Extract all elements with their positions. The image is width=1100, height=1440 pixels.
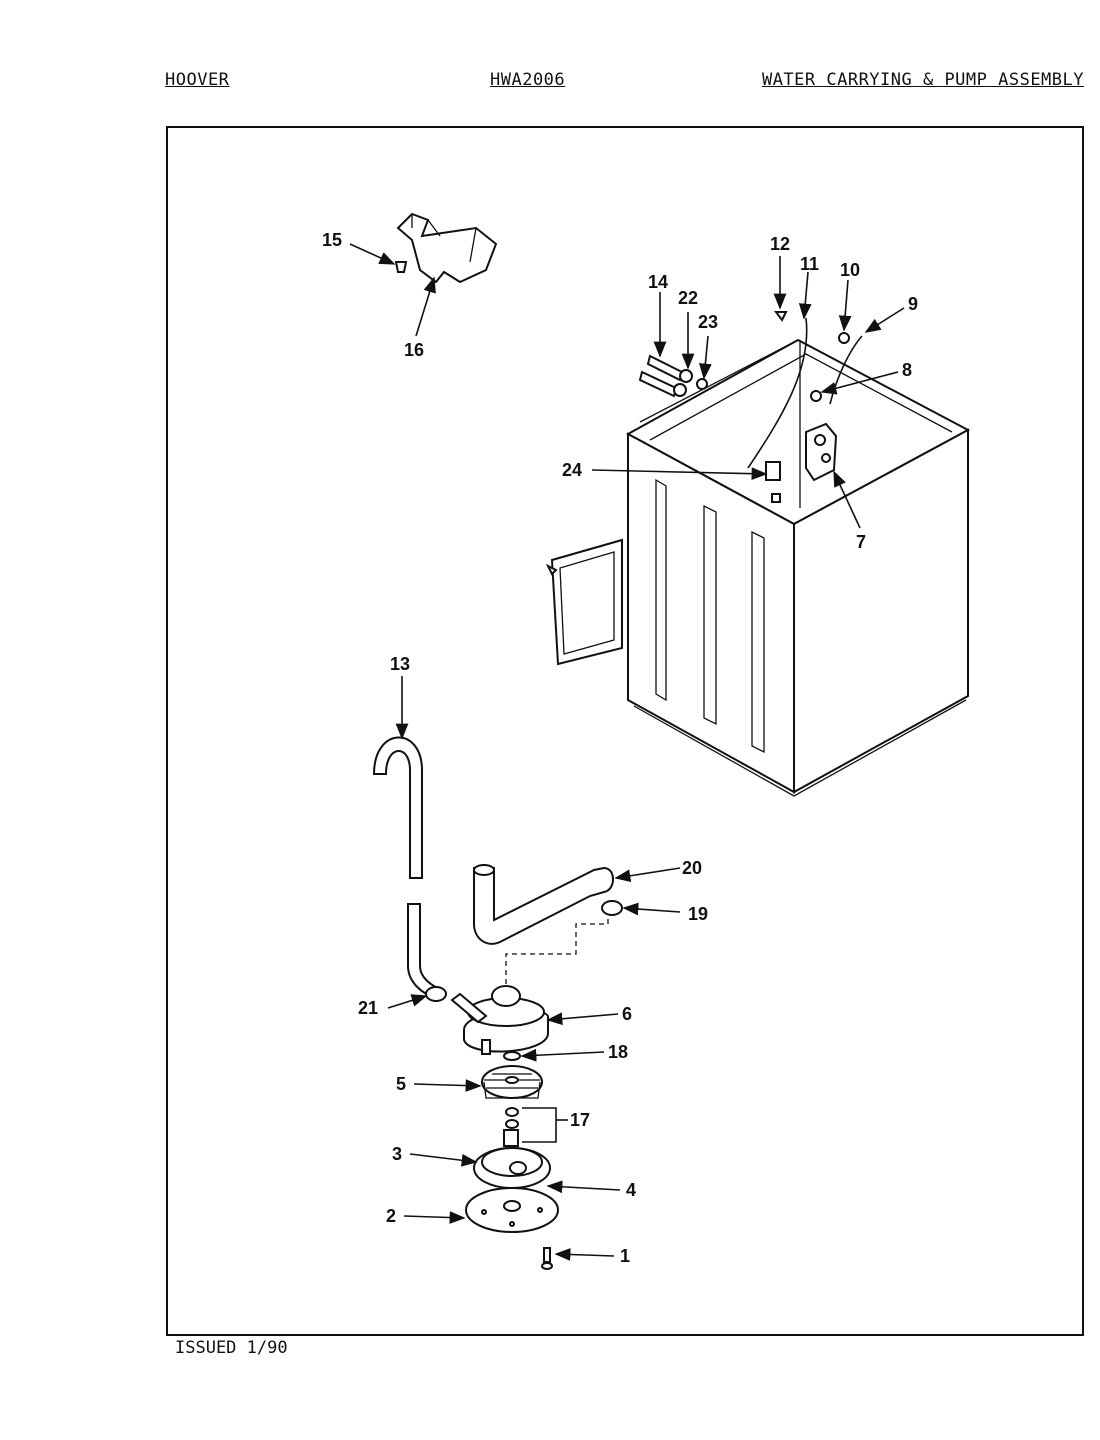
screw-1 bbox=[541, 1247, 553, 1270]
callout-7: 7 bbox=[856, 532, 866, 552]
callout-16: 16 bbox=[404, 340, 424, 360]
hose-clamp-21 bbox=[425, 986, 447, 1002]
pump-base-3 bbox=[473, 1129, 551, 1189]
diagram-frame bbox=[166, 126, 1084, 1336]
callout-8: 8 bbox=[902, 360, 912, 380]
pump-housing-6 bbox=[450, 985, 549, 1055]
callout-11: 11 bbox=[800, 254, 819, 274]
callout-17: 17 bbox=[570, 1110, 590, 1130]
screw-part-15 bbox=[394, 261, 408, 273]
callout-14: 14 bbox=[648, 272, 668, 292]
callout-12: 12 bbox=[770, 234, 790, 254]
callout-10: 10 bbox=[840, 260, 860, 280]
seal-18 bbox=[503, 1051, 521, 1061]
callout-21: 21 bbox=[358, 998, 378, 1018]
callout-19: 19 bbox=[688, 904, 708, 924]
callout-13: 13 bbox=[390, 654, 410, 674]
callout-15: 15 bbox=[322, 230, 342, 250]
washer-cabinet bbox=[545, 311, 971, 797]
callout-22: 22 bbox=[678, 288, 698, 308]
leader-lines bbox=[349, 243, 905, 1261]
callout-1: 1 bbox=[620, 1246, 630, 1266]
drain-hose-13 bbox=[372, 736, 444, 1000]
callout-4: 4 bbox=[626, 1180, 636, 1200]
callout-2: 2 bbox=[386, 1206, 396, 1226]
washer-17a bbox=[505, 1107, 519, 1117]
callout-20: 20 bbox=[682, 858, 702, 878]
callout-9: 9 bbox=[908, 294, 918, 314]
hose-clamp-19 bbox=[601, 900, 623, 916]
callout-24: 24 bbox=[562, 460, 582, 480]
callout-3: 3 bbox=[392, 1144, 402, 1164]
callout-23: 23 bbox=[698, 312, 718, 332]
issued-date: ISSUED 1/90 bbox=[175, 1338, 288, 1358]
bracket-part bbox=[396, 212, 498, 284]
inlet-fittings bbox=[638, 354, 708, 398]
header-model: HWA2006 bbox=[490, 70, 566, 90]
callout-18: 18 bbox=[608, 1042, 628, 1062]
mounting-plate-2 bbox=[465, 1187, 559, 1233]
header-brand: HOOVER bbox=[165, 70, 230, 90]
callout-6: 6 bbox=[622, 1004, 632, 1024]
washer-17b bbox=[505, 1119, 519, 1129]
gear-5 bbox=[481, 1065, 543, 1099]
pump-hose-20 bbox=[473, 864, 614, 945]
callout-labels: 15 16 12 11 10 9 8 14 22 23 24 7 13 20 1… bbox=[322, 230, 918, 1266]
callout-5: 5 bbox=[396, 1074, 406, 1094]
header-section-title: WATER CARRYING & PUMP ASSEMBLY bbox=[761, 70, 1084, 90]
